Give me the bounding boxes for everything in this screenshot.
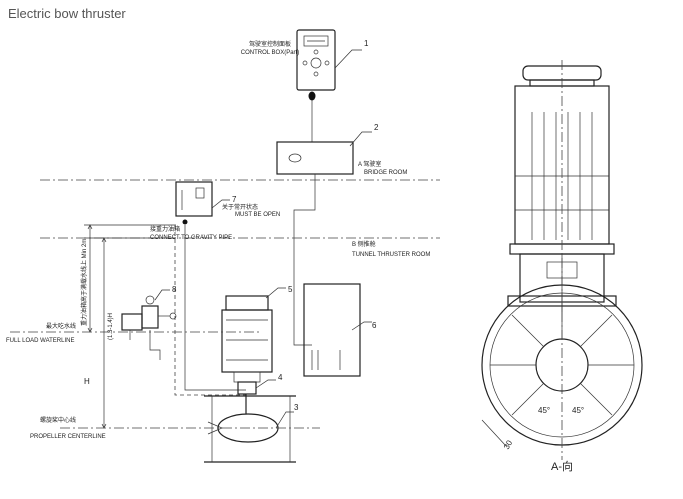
- callout-3: 3: [294, 403, 299, 412]
- coupling: [237, 381, 257, 395]
- control-box: [296, 29, 336, 101]
- valve-open-label-en: MUST BE OPEN: [235, 212, 280, 218]
- gravity-height-label: 重力油箱高于满载水线上 Min 2m: [80, 239, 88, 326]
- hydraulic-unit: [121, 295, 177, 340]
- callout-2: 2: [374, 123, 379, 132]
- electric-motor: [221, 295, 273, 383]
- thruster-elevation-view: [481, 60, 643, 460]
- valve-open-label-cn: 关于常开状态: [222, 203, 258, 211]
- tunnel-room-label-en: TUNNEL THRUSTER ROOM: [352, 252, 430, 258]
- centerline-label-cn: 螺旋桨中心线: [40, 416, 76, 424]
- callout-7: 7: [232, 195, 237, 204]
- connector-plug: [308, 91, 316, 101]
- bridge-room-label-cn: A 驾驶室: [358, 160, 381, 168]
- waterline-label-en: FULL LOAD WATERLINE: [6, 338, 74, 344]
- bridge-control-unit: [276, 141, 354, 175]
- page-title: Electric bow thruster: [8, 6, 126, 21]
- gravity-pipe-label-cn: 接重力油箱: [150, 225, 180, 233]
- control-box-label-en: CONTROL BOX(Part): [241, 50, 299, 56]
- dimension-range-label: (1.3-1.4)H: [108, 313, 114, 340]
- callout-1: 1: [364, 39, 369, 48]
- tunnel-room-label-cn: B 侧推舱: [352, 240, 376, 248]
- centerline-label-en: PROPELLER CENTERLINE: [30, 434, 106, 440]
- callout-5: 5: [288, 285, 293, 294]
- callout-4: 4: [278, 373, 283, 382]
- bridge-room-label-en: BRIDGE ROOM: [364, 170, 407, 176]
- gravity-pipe-label-en: CONNECT TO GRAVITY PIPE: [150, 235, 232, 241]
- gravity-tank: [175, 181, 213, 225]
- angle-left-label: 45°: [538, 406, 550, 415]
- callout-6: 6: [372, 321, 377, 330]
- control-box-label-cn: 驾驶室控制面板: [249, 40, 291, 48]
- waterline-label-cn: 最大吃水线: [46, 322, 76, 330]
- callout-8: 8: [172, 285, 177, 294]
- angle-right-label: 45°: [572, 406, 584, 415]
- vertical-dimensions: [84, 224, 176, 429]
- dimension-h-label: H: [84, 377, 90, 386]
- dimension-30-label: 30: [502, 438, 515, 451]
- control-cabinet: [303, 283, 361, 377]
- view-a-label: A-向: [551, 459, 573, 473]
